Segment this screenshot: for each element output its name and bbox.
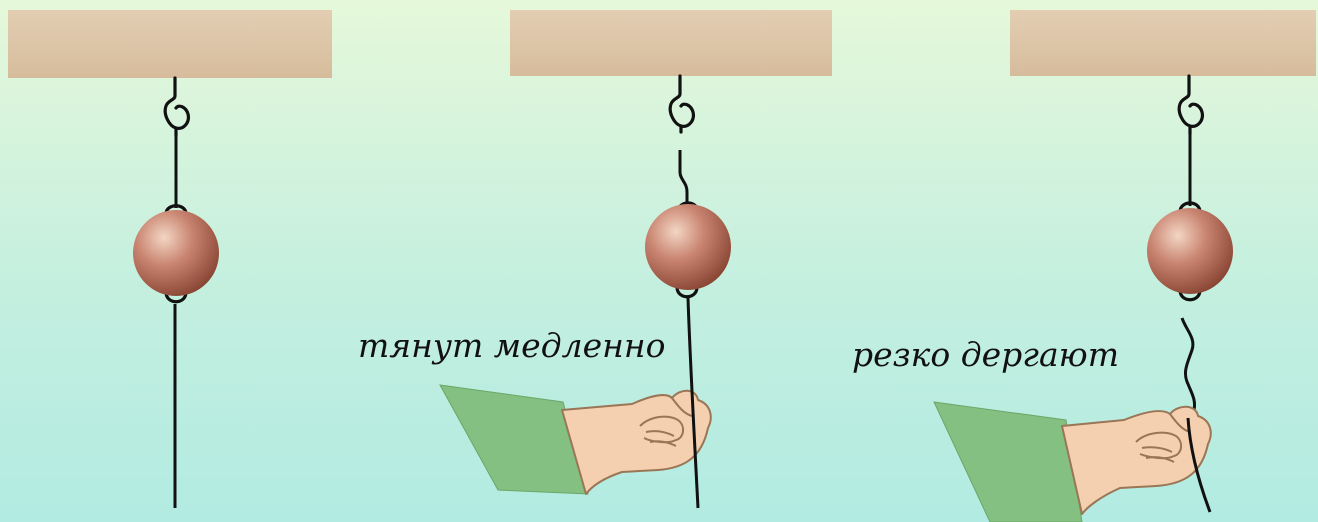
broken-upper-thread [678,150,689,208]
snapped-lower-thread [1180,317,1196,411]
top-hook-icon [1177,74,1204,136]
top-hook-icon [668,74,695,134]
ball-weight [645,204,731,290]
ball-weight [133,210,219,296]
ceiling-beam [1010,10,1316,76]
hand-icon [1061,405,1212,515]
ceiling-beam [510,10,832,76]
panel-at-rest [8,10,332,508]
thread-in-hand [1186,417,1212,513]
panel-jerk-sharply: резко дергают [852,10,1316,522]
hand-icon [561,389,712,495]
lower-thread [686,297,700,509]
sleeve [439,384,589,495]
ball-bottom-loop-icon [675,286,699,299]
sleeve [933,401,1083,522]
caption-pull-slowly: тянут медленно [358,326,666,365]
ball-weight [1147,208,1233,294]
caption-jerk-sharply: резко дергают [852,335,1119,374]
ceiling-beam [8,10,332,78]
panel-pull-slowly: тянут медленно [358,10,832,509]
top-hook-icon [163,76,190,138]
